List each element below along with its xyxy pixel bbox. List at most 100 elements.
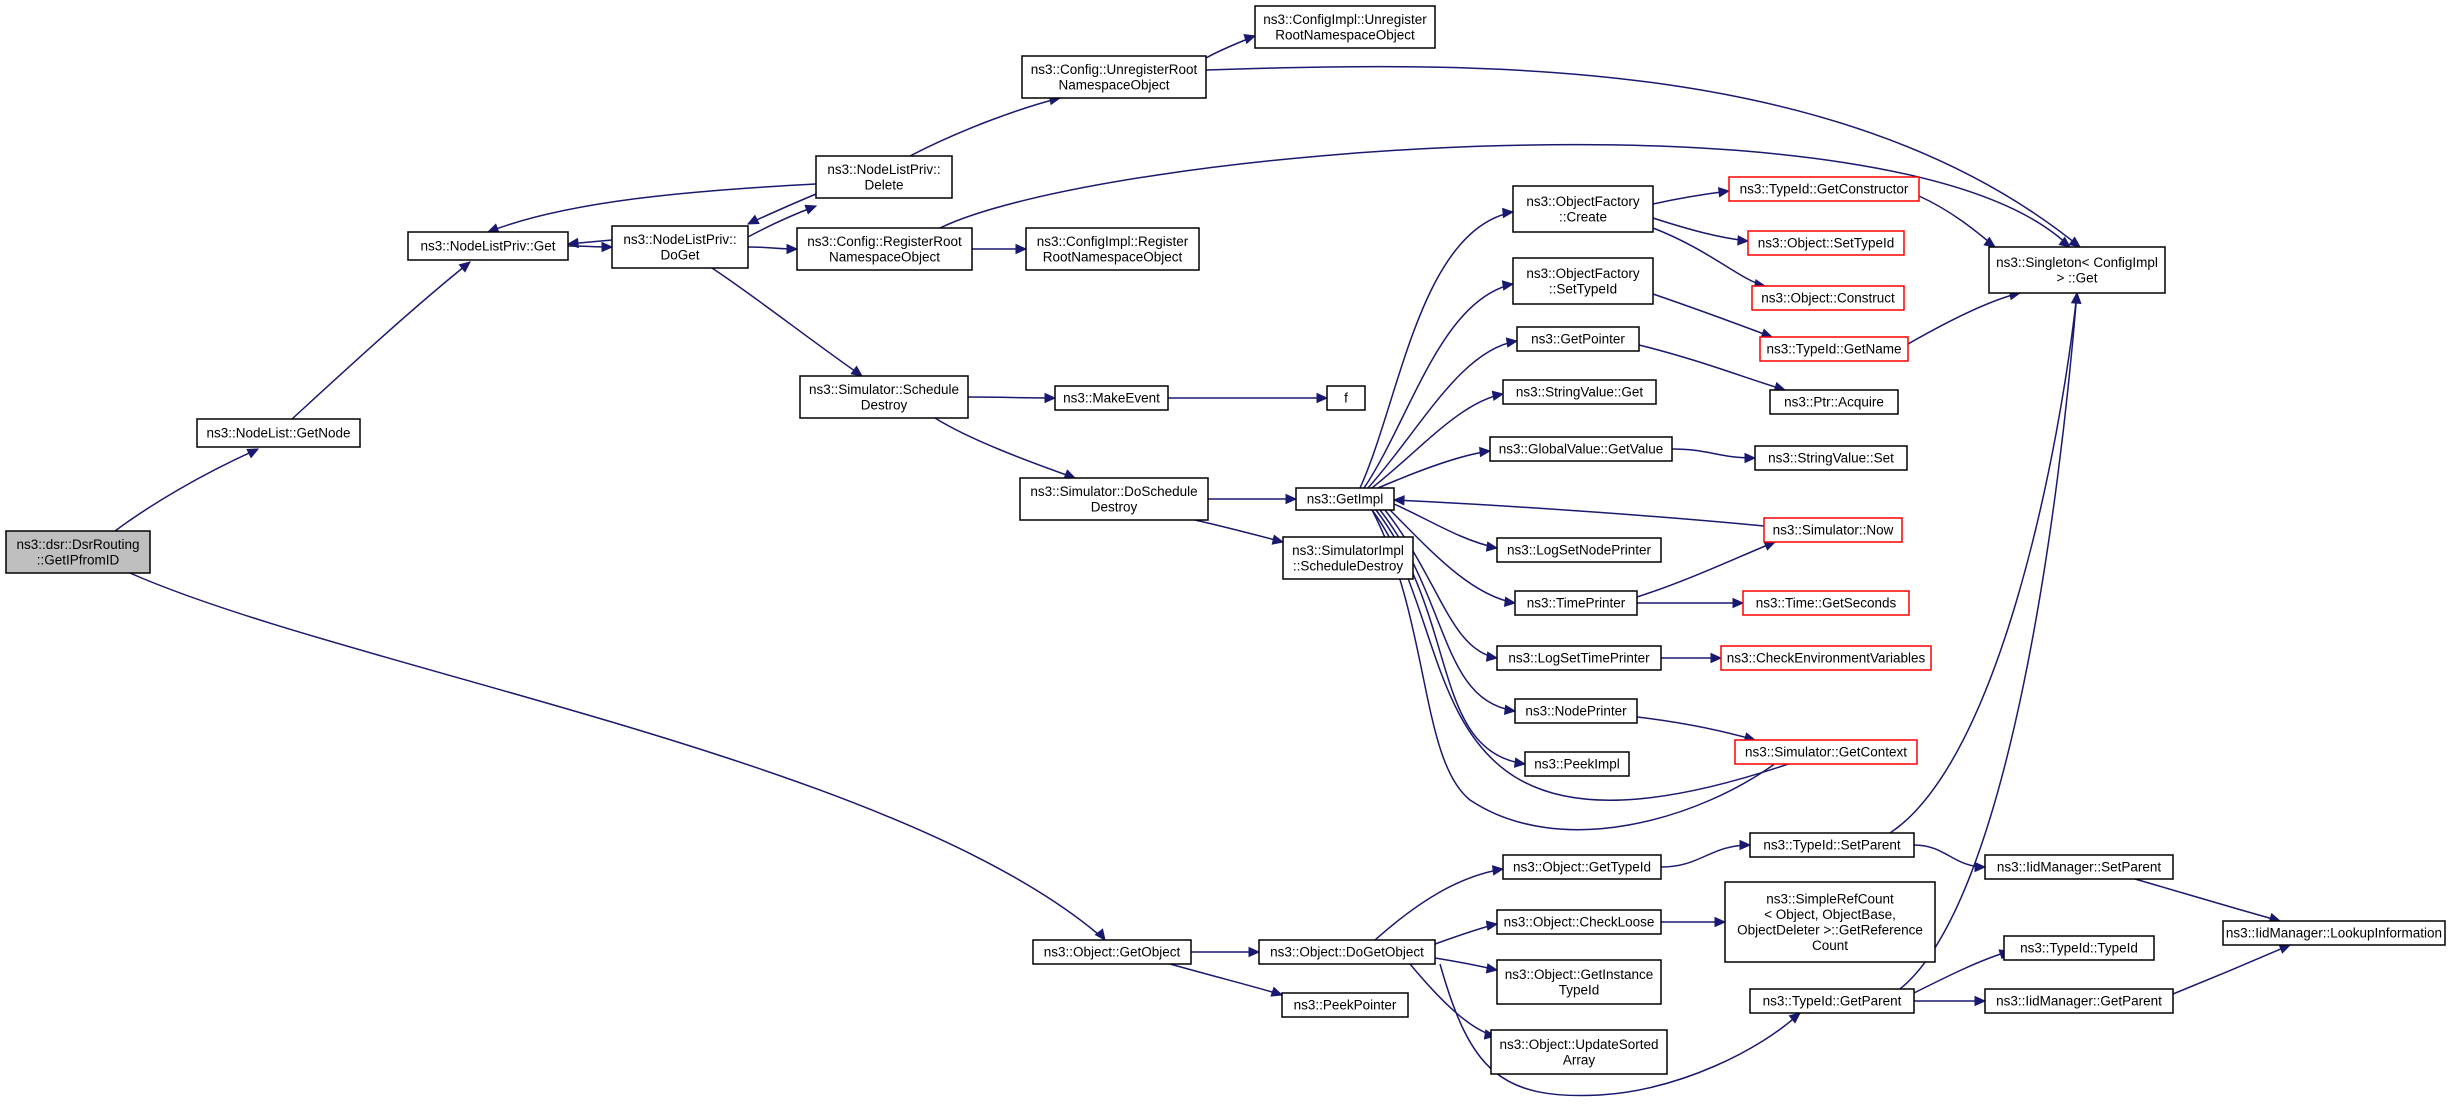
node-objCheckLoose[interactable]: ns3::Object::CheckLoose [1496,909,1662,935]
node-dsr[interactable]: ns3::dsr::DsrRouting::GetIPfromID [5,530,151,574]
node-nlpget[interactable]: ns3::NodeListPriv::Get [407,231,569,261]
node-cfgimplunreg[interactable]: ns3::ConfigImpl::UnregisterRootNamespace… [1254,5,1436,49]
node-cfgimplreg[interactable]: ns3::ConfigImpl::RegisterRootNamespaceOb… [1025,227,1200,271]
node-box[interactable] [1514,590,1638,616]
node-ofSetTypeId[interactable]: ns3::ObjectFactory::SetTypeId [1512,257,1654,305]
node-box[interactable] [1254,5,1436,49]
node-box[interactable] [196,418,361,448]
node-box[interactable] [1524,751,1630,777]
node-box[interactable] [1025,227,1200,271]
node-box[interactable] [1490,1029,1668,1075]
node-box[interactable] [1032,939,1192,965]
node-logSetTimePrinter[interactable]: ns3::LogSetTimePrinter [1496,645,1662,671]
node-box[interactable] [796,227,973,271]
node-box[interactable] [1512,257,1654,305]
node-box[interactable] [1489,436,1673,462]
node-box[interactable] [1984,988,2174,1014]
node-box[interactable] [1754,445,1908,471]
node-box[interactable] [1516,326,1640,352]
node-stringValueGet[interactable]: ns3::StringValue::Get [1502,379,1657,405]
node-makeEvent[interactable]: ns3::MakeEvent [1054,385,1169,411]
node-stringValueSet[interactable]: ns3::StringValue::Set [1754,445,1908,471]
node-box[interactable] [1496,537,1662,563]
node-box[interactable] [1281,992,1409,1018]
node-logSetNodePrinter[interactable]: ns3::LogSetNodePrinter [1496,537,1662,563]
node-singletonGet[interactable]: ns3::Singleton< ConfigImpl> ::Get [1988,246,2166,294]
node-objGetTypeId[interactable]: ns3::Object::GetTypeId [1502,854,1662,880]
node-iidSetParent[interactable]: ns3::IidManager::SetParent [1984,854,2174,880]
node-box[interactable] [1019,477,1209,521]
node-peekImpl[interactable]: ns3::PeekImpl [1524,751,1630,777]
node-getImpl[interactable]: ns3::GetImpl [1295,487,1395,511]
node-objSetTypeId[interactable]: ns3::Object::SetTypeId [1747,230,1905,256]
node-box[interactable] [1326,385,1366,411]
node-box[interactable] [1749,832,1915,858]
node-cfgunreg[interactable]: ns3::Config::UnregisterRootNamespaceObje… [1021,55,1207,99]
node-timePrinter[interactable]: ns3::TimePrinter [1514,590,1638,616]
node-box[interactable] [1514,698,1638,724]
node-box[interactable] [1742,590,1910,616]
node-box[interactable] [1295,487,1395,511]
node-box[interactable] [407,231,569,261]
node-box[interactable] [1751,285,1905,311]
node-nodePrinter[interactable]: ns3::NodePrinter [1514,698,1638,724]
node-tidGetParent[interactable]: ns3::TypeId::GetParent [1749,988,1915,1014]
node-nlpdoget[interactable]: ns3::NodeListPriv::DoGet [611,225,749,269]
node-box[interactable] [1021,55,1207,99]
node-box[interactable] [1984,854,2174,880]
node-box[interactable] [1749,988,1915,1014]
node-ofCreate[interactable]: ns3::ObjectFactory::Create [1512,185,1654,233]
node-nlpdelete[interactable]: ns3::NodeListPriv::Delete [815,155,953,199]
node-iidGetParent[interactable]: ns3::IidManager::GetParent [1984,988,2174,1014]
node-box[interactable] [1728,176,1920,202]
node-box[interactable] [2222,920,2446,946]
node-box[interactable] [1747,230,1905,256]
node-box[interactable] [1496,959,1662,1005]
node-box[interactable] [1502,379,1657,405]
node-box[interactable] [1988,246,2166,294]
node-box[interactable] [1258,939,1436,965]
node-box[interactable] [2003,935,2155,961]
node-box[interactable] [1496,909,1662,935]
node-box[interactable] [1496,645,1662,671]
node-iidLookup[interactable]: ns3::IidManager::LookupInformation [2222,920,2446,946]
node-tidGetConstructor[interactable]: ns3::TypeId::GetConstructor [1728,176,1920,202]
node-box[interactable] [5,530,151,574]
node-box[interactable] [799,375,969,419]
node-box[interactable] [815,155,953,199]
node-box[interactable] [1054,385,1169,411]
node-box[interactable] [1724,881,1936,963]
node-checkEnv[interactable]: ns3::CheckEnvironmentVariables [1720,645,1932,671]
node-getnode[interactable]: ns3::NodeList::GetNode [196,418,361,448]
node-box[interactable] [1282,536,1414,580]
node-simGetContext[interactable]: ns3::Simulator::GetContext [1734,739,1918,765]
node-box[interactable] [1512,185,1654,233]
node-timeGetSeconds[interactable]: ns3::Time::GetSeconds [1742,590,1910,616]
node-simImplSched[interactable]: ns3::SimulatorImpl::ScheduleDestroy [1282,536,1414,580]
node-globalGetValue[interactable]: ns3::GlobalValue::GetValue [1489,436,1673,462]
node-tidGetName[interactable]: ns3::TypeId::GetName [1759,336,1909,362]
node-box[interactable] [1769,389,1899,415]
node-objConstruct[interactable]: ns3::Object::Construct [1751,285,1905,311]
node-box[interactable] [1759,336,1909,362]
node-simNow[interactable]: ns3::Simulator::Now [1763,517,1903,543]
node-box[interactable] [1763,517,1903,543]
node-ptrAcquire[interactable]: ns3::Ptr::Acquire [1769,389,1899,415]
node-box[interactable] [1502,854,1662,880]
node-tidTypeId[interactable]: ns3::TypeId::TypeId [2003,935,2155,961]
node-simpleRefCount[interactable]: ns3::SimpleRefCount< Object, ObjectBase,… [1724,881,1936,963]
node-f[interactable]: f [1326,385,1366,411]
node-box[interactable] [1734,739,1918,765]
node-getPointer[interactable]: ns3::GetPointer [1516,326,1640,352]
node-objGetObject[interactable]: ns3::Object::GetObject [1032,939,1192,965]
node-box[interactable] [1720,645,1932,671]
node-objDoGetObject[interactable]: ns3::Object::DoGetObject [1258,939,1436,965]
node-schedDestroy[interactable]: ns3::Simulator::ScheduleDestroy [799,375,969,419]
node-tidSetParent[interactable]: ns3::TypeId::SetParent [1749,832,1915,858]
node-peekPointer[interactable]: ns3::PeekPointer [1281,992,1409,1018]
node-box[interactable] [611,225,749,269]
